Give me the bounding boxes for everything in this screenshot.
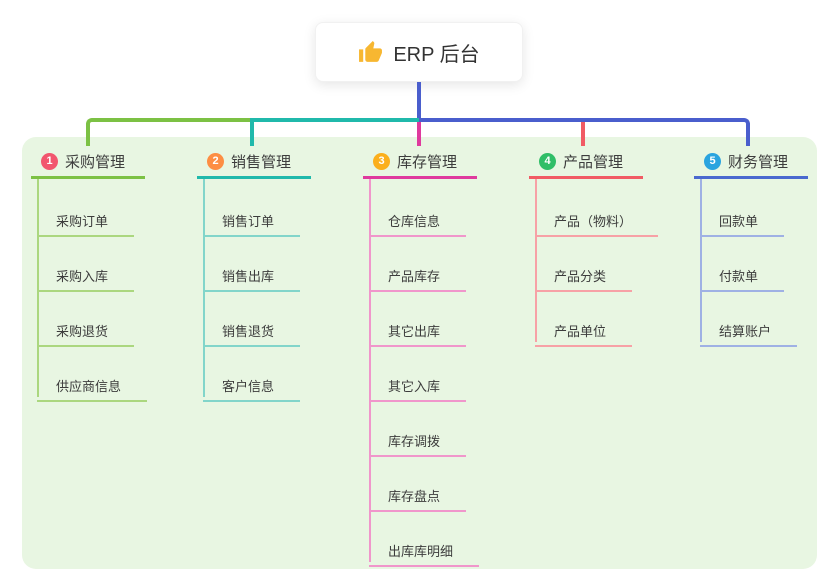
bus-segment-right <box>419 118 750 146</box>
drop-sales <box>250 122 254 146</box>
child-node-product-0[interactable]: 产品（物料） <box>535 200 659 237</box>
branch-node-inventory[interactable]: 3 库存管理 <box>363 146 478 179</box>
bus-segment-sales <box>250 118 421 122</box>
thumbs-up-icon <box>358 40 383 65</box>
branch-node-product[interactable]: 4 产品管理 <box>529 146 644 179</box>
branch-node-finance[interactable]: 5 财务管理 <box>694 146 809 179</box>
child-node-inventory-2[interactable]: 其它出库 <box>369 310 467 347</box>
child-node-purchase-1[interactable]: 采购入库 <box>37 255 135 292</box>
child-node-finance-0[interactable]: 回款单 <box>700 200 785 237</box>
root-node-label: ERP 后台 <box>393 43 480 66</box>
child-node-purchase-0[interactable]: 采购订单 <box>37 200 135 237</box>
drop-inventory <box>417 122 421 146</box>
branch-spine-finance <box>700 179 702 342</box>
child-node-inventory-1[interactable]: 产品库存 <box>369 255 467 292</box>
branch-spine-sales <box>203 179 205 397</box>
child-node-inventory-5[interactable]: 库存盘点 <box>369 475 467 512</box>
child-node-product-2[interactable]: 产品单位 <box>535 310 633 347</box>
branch-group-panel <box>22 137 817 569</box>
child-node-sales-2[interactable]: 销售退货 <box>203 310 301 347</box>
child-node-sales-3[interactable]: 客户信息 <box>203 365 301 402</box>
branch-label-inventory: 库存管理 <box>397 153 458 171</box>
child-node-purchase-3[interactable]: 供应商信息 <box>37 365 148 402</box>
child-node-inventory-6[interactable]: 出库库明细 <box>369 530 480 567</box>
child-node-purchase-2[interactable]: 采购退货 <box>37 310 135 347</box>
branch-label-finance: 财务管理 <box>728 153 789 171</box>
branch-badge-sales: 2 <box>207 152 224 170</box>
bus-segment-purchase <box>86 118 250 146</box>
branch-badge-purchase: 1 <box>41 152 58 170</box>
child-node-inventory-3[interactable]: 其它入库 <box>369 365 467 402</box>
branch-badge-product: 4 <box>539 152 556 170</box>
root-node-erp[interactable]: ERP 后台 <box>315 22 523 82</box>
child-node-finance-2[interactable]: 结算账户 <box>700 310 798 347</box>
branch-node-sales[interactable]: 2 销售管理 <box>197 146 312 179</box>
child-node-finance-1[interactable]: 付款单 <box>700 255 785 292</box>
branch-spine-purchase <box>37 179 39 397</box>
branch-label-sales: 销售管理 <box>231 153 292 171</box>
child-node-sales-1[interactable]: 销售出库 <box>203 255 301 292</box>
branch-spine-inventory <box>369 179 371 562</box>
drop-product <box>581 122 585 146</box>
branch-label-product: 产品管理 <box>563 153 624 171</box>
branch-label-purchase: 采购管理 <box>65 153 126 171</box>
child-node-inventory-4[interactable]: 库存调拨 <box>369 420 467 457</box>
branch-node-purchase[interactable]: 1 采购管理 <box>31 146 146 179</box>
branch-spine-product <box>535 179 537 342</box>
child-node-inventory-0[interactable]: 仓库信息 <box>369 200 467 237</box>
root-connector-stem <box>417 82 421 118</box>
branch-badge-finance: 5 <box>704 152 721 170</box>
child-node-sales-0[interactable]: 销售订单 <box>203 200 301 237</box>
branch-badge-inventory: 3 <box>373 152 390 170</box>
child-node-product-1[interactable]: 产品分类 <box>535 255 633 292</box>
